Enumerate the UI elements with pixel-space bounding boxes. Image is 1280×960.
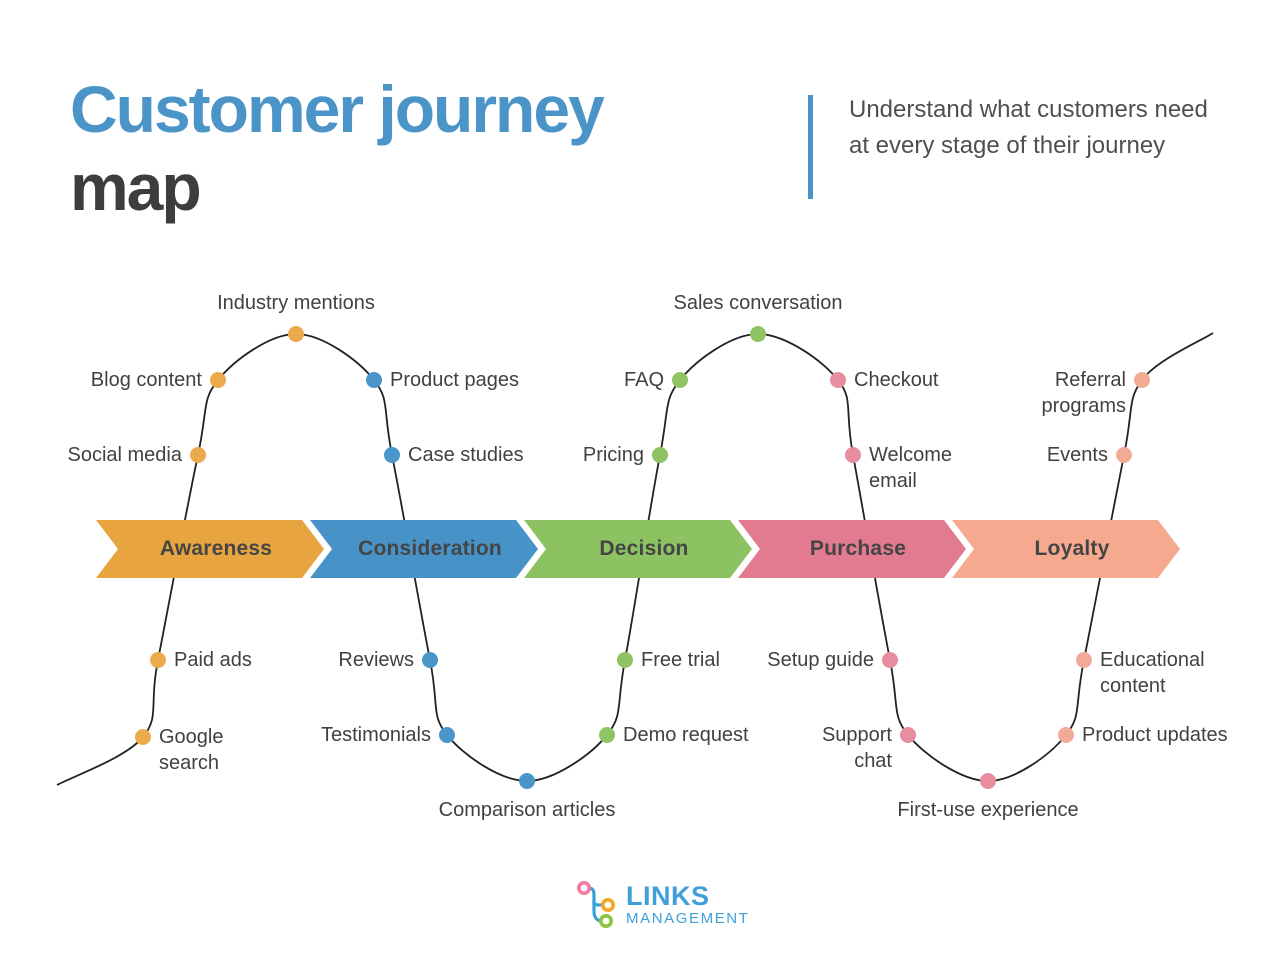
touchpoint-label: Checkout [854, 369, 939, 391]
title-line-2: map [70, 150, 202, 224]
touchpoint-label: Testimonials [320, 724, 431, 746]
touchpoint-label: FAQ [623, 369, 664, 391]
touchpoint-dot [135, 729, 151, 745]
touchpoint-dot [150, 652, 166, 668]
touchpoint-label: Case studies [408, 444, 524, 466]
touchpoint-label: Google search [159, 726, 224, 774]
stage-label: Purchase [809, 537, 907, 560]
logo-subname: MANAGEMENT [626, 910, 750, 927]
touchpoint-dot [190, 447, 206, 463]
touchpoint-label: First-use experience [897, 799, 1079, 821]
links-management-logo: LINKS MANAGEMENT [576, 880, 750, 933]
stage-label: Awareness [159, 537, 273, 560]
touchpoint-label: Paid ads [174, 649, 252, 671]
touchpoint-label: Demo request [623, 724, 749, 746]
touchpoint-label: Blog content [90, 369, 202, 391]
touchpoint-label: Pricing [582, 444, 644, 466]
touchpoint-dot [366, 372, 382, 388]
touchpoint-dot [519, 773, 535, 789]
touchpoint-label: Sales conversation [673, 292, 843, 314]
logo-text: LINKS MANAGEMENT [626, 882, 750, 928]
touchpoint-label: Support chat [821, 724, 892, 772]
logo-icon [576, 880, 618, 933]
touchpoint-label: Welcome email [869, 444, 952, 492]
touchpoint-label: Reviews [338, 649, 414, 671]
touchpoint-dot [900, 727, 916, 743]
touchpoint-dot [845, 447, 861, 463]
touchpoint-dot [1076, 652, 1092, 668]
stage-arrow-awareness: Awareness [96, 520, 324, 578]
touchpoint-dot [882, 652, 898, 668]
touchpoint-label: Free trial [641, 649, 720, 671]
touchpoint-label: Industry mentions [217, 292, 375, 314]
touchpoint-label: Comparison articles [438, 799, 616, 821]
stage-label: Consideration [358, 537, 502, 560]
touchpoint-dot [288, 326, 304, 342]
touchpoint-label: Product pages [390, 369, 519, 391]
touchpoint-label: Educational content [1100, 649, 1205, 697]
touchpoint-dot [1134, 372, 1150, 388]
title-line-1: Customer journey [70, 72, 605, 146]
touchpoint-dot [830, 372, 846, 388]
touchpoint-dot [384, 447, 400, 463]
touchpoint-label: Referral programs [1041, 369, 1126, 417]
touchpoint-dot [1116, 447, 1132, 463]
touchpoint-dot [439, 727, 455, 743]
stage-label: Decision [599, 537, 689, 560]
touchpoint-dot [617, 652, 633, 668]
touchpoint-dot [672, 372, 688, 388]
logo-name: LINKS [626, 881, 710, 911]
touchpoint-dot [1058, 727, 1074, 743]
accent-bar [808, 95, 813, 199]
subtitle-text: Understand what customers need at every … [849, 96, 1208, 159]
touchpoint-dot [422, 652, 438, 668]
stage-arrow-decision: Decision [524, 520, 752, 578]
page-title: Customer journey map [70, 70, 605, 226]
stage-arrow-consideration: Consideration [310, 520, 538, 578]
stage-arrow-purchase: Purchase [738, 520, 966, 578]
touchpoint-dot [750, 326, 766, 342]
touchpoint-label: Events [1046, 444, 1108, 466]
stage-arrow-loyalty: Loyalty [952, 520, 1180, 578]
touchpoint-label: Setup guide [767, 649, 874, 671]
touchpoint-label: Product updates [1082, 724, 1228, 746]
touchpoint-dot [980, 773, 996, 789]
touchpoint-dot [652, 447, 668, 463]
touchpoint-label: Social media [67, 444, 182, 466]
touchpoint-dot [210, 372, 226, 388]
stage-label: Loyalty [1034, 537, 1110, 560]
touchpoint-dot [599, 727, 615, 743]
